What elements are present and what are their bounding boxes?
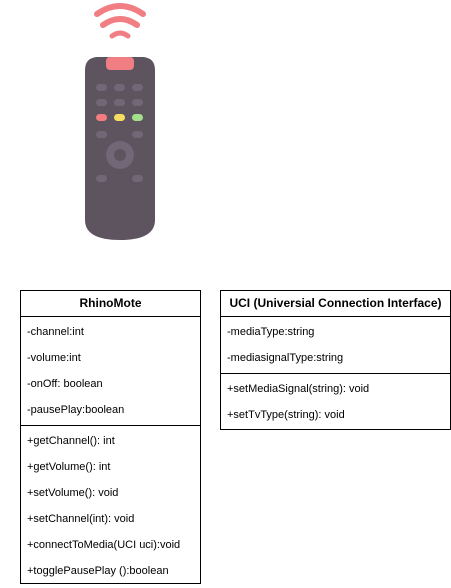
attribute-row: -pausePlay:boolean: [27, 404, 125, 416]
attribute-row: -onOff: boolean: [27, 378, 103, 390]
method-row: +setTvType(string): void: [227, 409, 345, 421]
yellow-button: [114, 114, 125, 121]
rhinomote-methods: +getChannel(): int +getVolume(): int +se…: [21, 426, 200, 586]
red-button: [96, 114, 107, 121]
rhinomote-class-title: RhinoMote: [21, 291, 200, 317]
method-row: +getChannel(): int: [27, 435, 115, 447]
rhinomote-attributes: -channel:int -volume:int -onOff: boolean…: [21, 317, 200, 426]
rhinomote-class-box: RhinoMote -channel:int -volume:int -onOf…: [20, 290, 201, 584]
signal-wave-outer: [94, 3, 146, 17]
method-row: +setVolume(): void: [27, 487, 119, 499]
uci-class-box: UCI (Universial Connection Interface) -m…: [220, 290, 451, 430]
number-buttons: [96, 84, 143, 106]
uci-methods: +setMediaSignal(string): void +setTvType…: [221, 374, 450, 430]
signal-wave-middle: [100, 16, 140, 28]
attribute-row: -mediaType:string: [227, 326, 315, 338]
uci-class-title: UCI (Universial Connection Interface): [221, 291, 450, 317]
attribute-row: -mediasignalType:string: [227, 352, 344, 364]
signal-wave-inner: [109, 30, 131, 39]
green-button: [132, 114, 143, 121]
method-row: +setChannel(int): void: [27, 513, 135, 525]
method-row: +connectToMedia(UCI uci):void: [27, 539, 181, 551]
method-row: +getVolume(): int: [27, 461, 111, 473]
attribute-row: -volume:int: [27, 352, 81, 364]
attribute-row: -channel:int: [27, 326, 84, 338]
method-row: +setMediaSignal(string): void: [227, 383, 370, 395]
remote-emitter: [106, 57, 134, 70]
side-buttons: [96, 131, 143, 182]
dpad-center: [114, 149, 126, 161]
remote-control-icon: [85, 3, 155, 240]
uci-attributes: -mediaType:string -mediasignalType:strin…: [221, 317, 450, 374]
method-row: +togglePausePlay ():boolean: [27, 565, 169, 577]
